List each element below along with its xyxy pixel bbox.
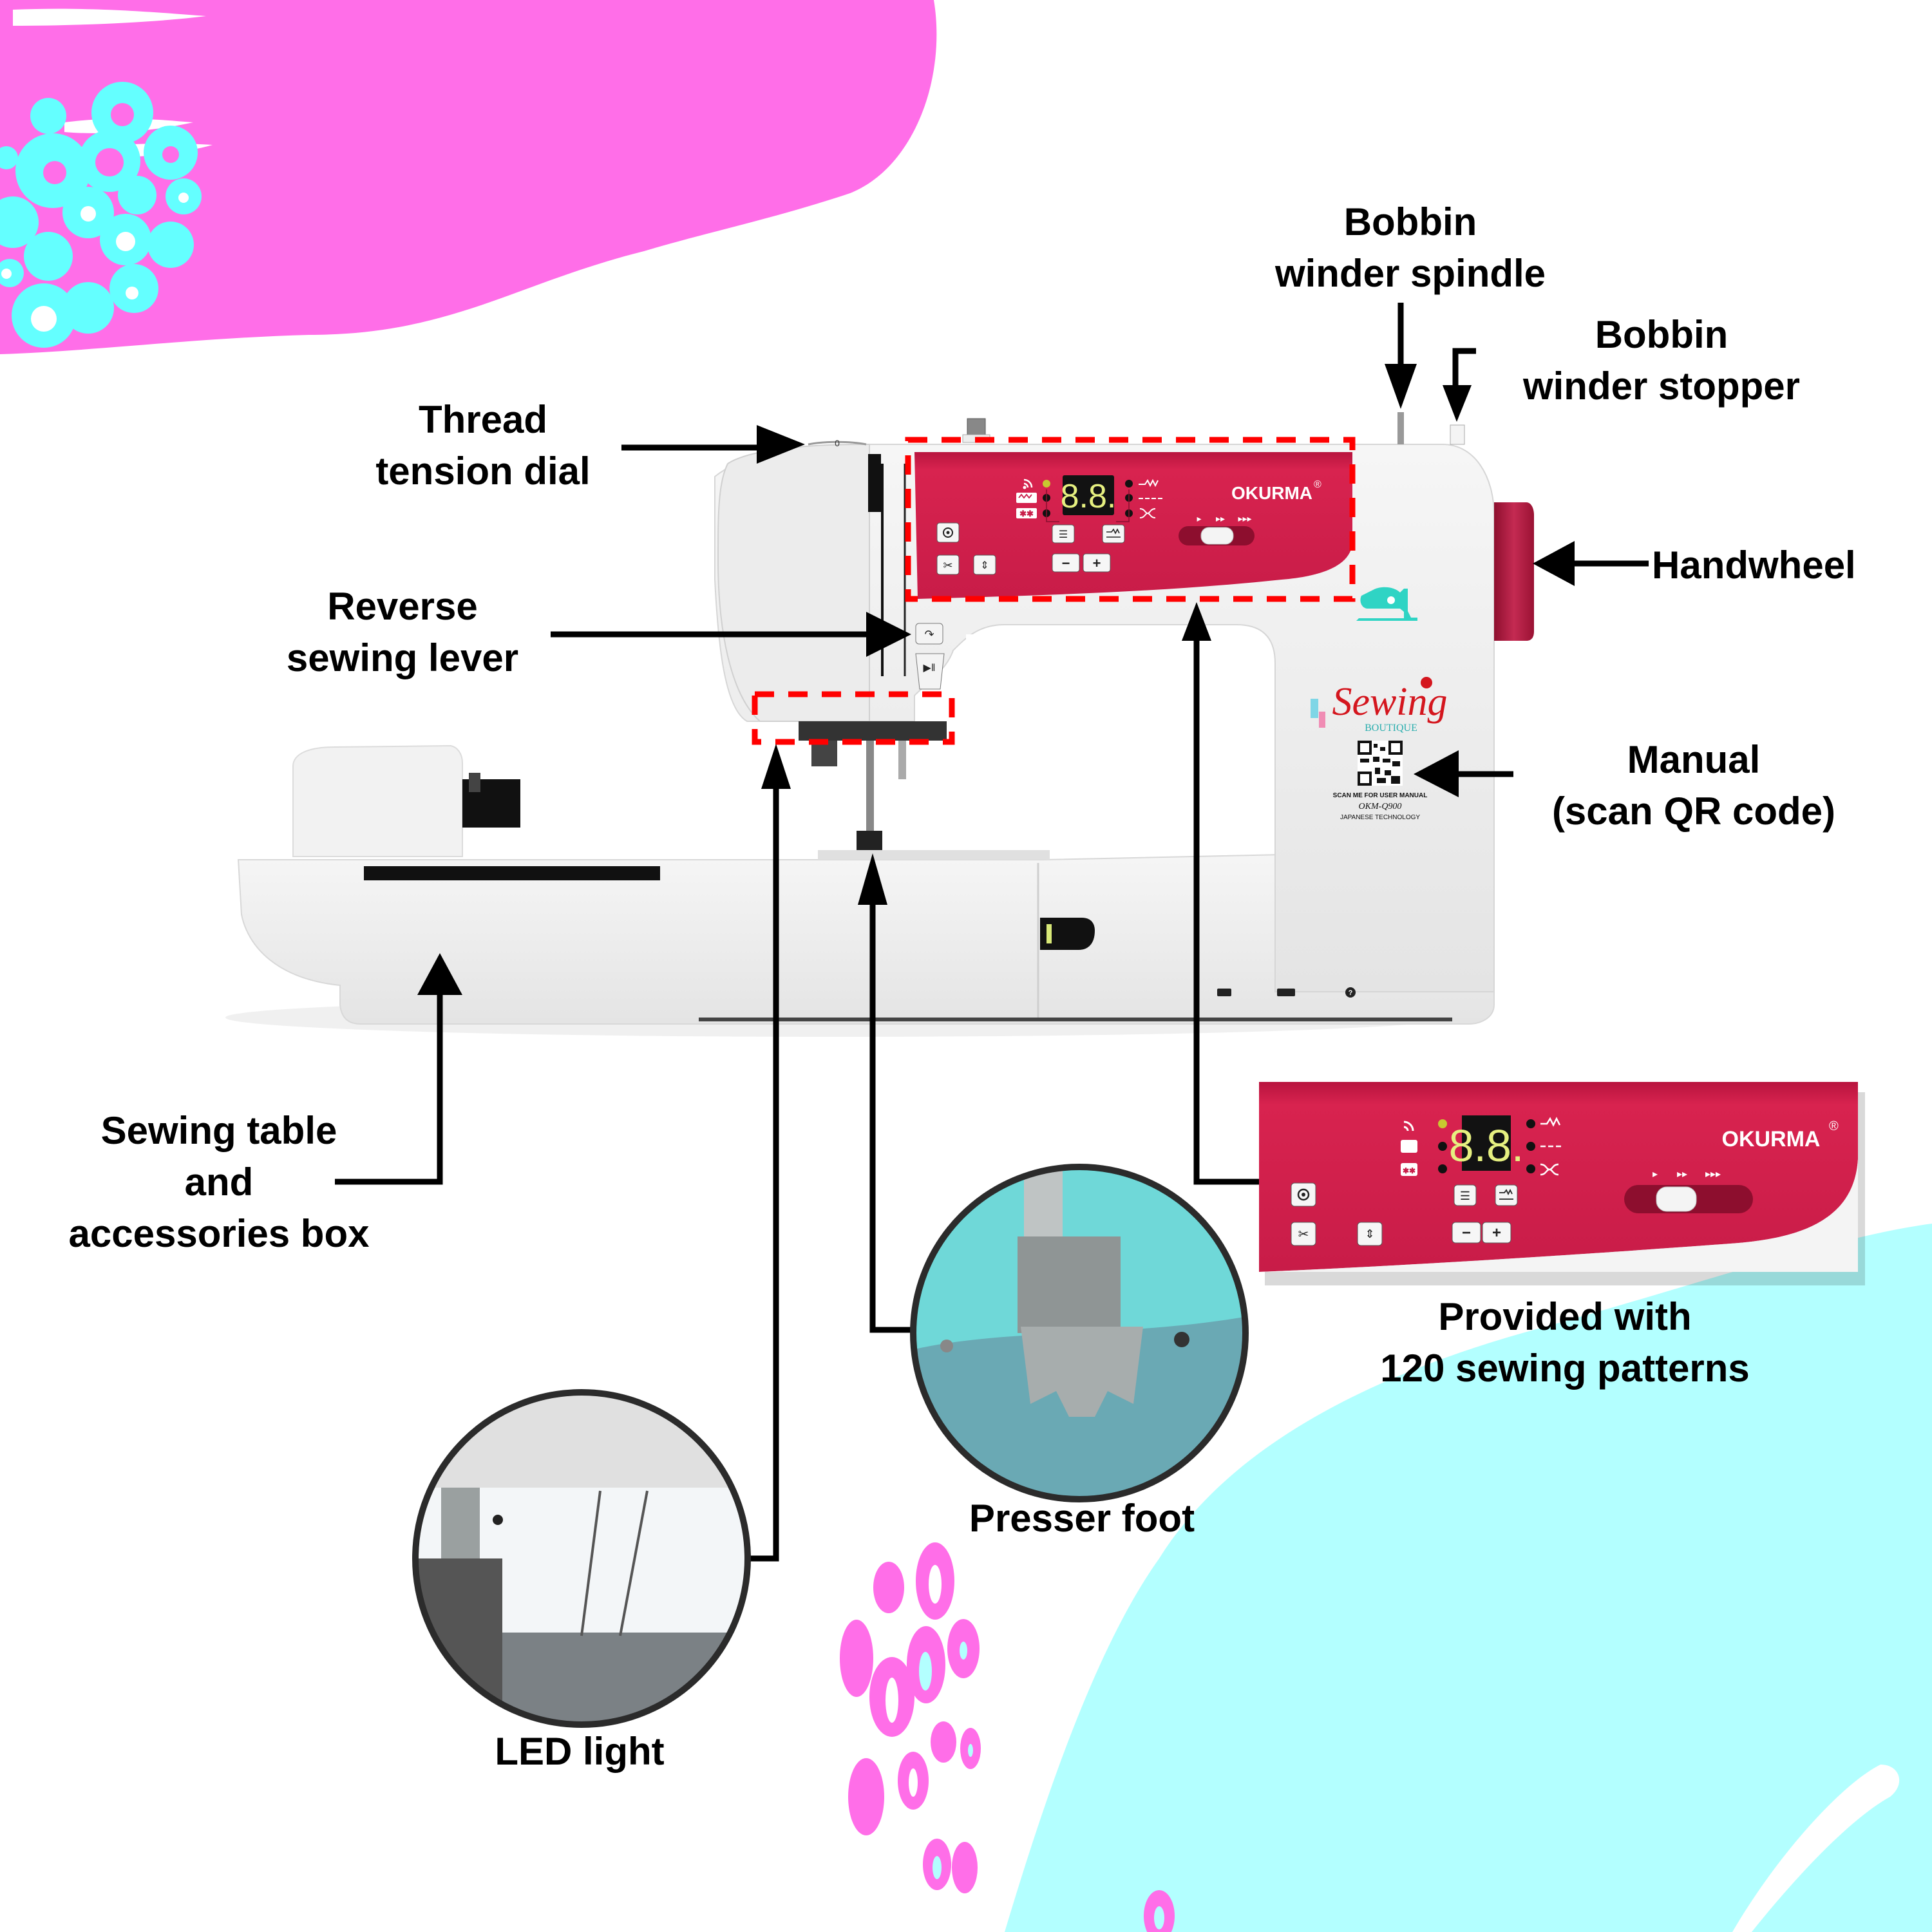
buttonhole-icon	[1540, 1163, 1559, 1176]
label-reverse-sewing-lever: Reverse sewing lever	[286, 585, 519, 679]
utility-stitch-icon	[1401, 1140, 1417, 1153]
speed-mid-mark: ▸▸	[1216, 513, 1225, 524]
svg-text:?: ?	[1349, 989, 1353, 997]
decorative-stitch-icon	[1277, 989, 1295, 996]
presser-foot-closeup	[910, 1164, 1249, 1502]
svg-text:☰: ☰	[1460, 1189, 1470, 1202]
label-handwheel: Handwheel	[1652, 544, 1856, 587]
help-icon	[1345, 987, 1356, 998]
indicator-led	[1125, 480, 1133, 488]
closeup-brand-logo: OKURMA	[1722, 1127, 1821, 1151]
reverse-button[interactable]: ↷	[915, 623, 943, 645]
needle-position-button[interactable]	[936, 522, 960, 543]
cyan-paint-splash	[1005, 1224, 1932, 1932]
handwheel	[1494, 502, 1534, 641]
label-presser-foot: Presser foot	[969, 1497, 1195, 1540]
pattern-list-button[interactable]: ☰	[1052, 524, 1075, 544]
svg-text:✱✱: ✱✱	[1019, 509, 1034, 518]
thread-spool-icon	[1311, 699, 1318, 718]
pink-dots-decoration	[840, 1542, 1175, 1932]
reverse-icon: ↷	[924, 628, 934, 641]
registered-mark: ®	[1314, 479, 1321, 490]
svg-text:▸: ▸	[1653, 1169, 1658, 1180]
led-display	[1063, 475, 1114, 515]
scissors-icon: ✂	[943, 559, 952, 572]
svg-text:⇕: ⇕	[1365, 1227, 1374, 1240]
closeup-led-value: 8.8.	[1449, 1121, 1524, 1171]
indicator-led	[1043, 480, 1050, 488]
qr-code[interactable]	[1358, 741, 1403, 786]
bobbin-wind-icon	[1023, 478, 1033, 488]
zigzag-icon	[1540, 1117, 1561, 1127]
label-sewing-patterns: Provided with 120 sewing patterns	[1380, 1295, 1750, 1390]
sticker-brand-sub: BOUTIQUE	[1365, 723, 1417, 734]
manual-sticker: Sewing BOUTIQUE SCAN ME FOR USER MANUAL …	[1311, 587, 1448, 821]
control-panel-closeup: 8.8. ✱✱ OKURMA ® ▸ ▸▸ ▸▸▸ ✂ ⇕ ☰ − +	[1259, 1082, 1865, 1285]
speed-slider-handle[interactable]	[1200, 527, 1234, 545]
needle-updown-button[interactable]: ⇕	[973, 554, 996, 575]
play-pause-icon: ▶‖	[923, 663, 936, 674]
tension-dial-mark: 0	[835, 438, 840, 448]
label-led-light: LED light	[495, 1730, 665, 1773]
svg-text:+: +	[1093, 555, 1101, 571]
plus-button[interactable]: +	[1083, 553, 1111, 573]
svg-text:▸▸▸: ▸▸▸	[1705, 1169, 1721, 1180]
bobbin-wind-icon	[1403, 1121, 1414, 1132]
svg-text:✱✱: ✱✱	[1403, 1166, 1416, 1175]
model-number: OKM-Q900	[1359, 802, 1402, 811]
svg-text:®: ®	[1829, 1119, 1839, 1133]
utility-stitch-icon	[1217, 989, 1231, 996]
button-icon	[1421, 677, 1432, 688]
led-display-value: 8.8.	[1061, 478, 1117, 515]
cyan-dots-decoration	[0, 82, 202, 348]
label-thread-tension-dial: Thread tension dial	[375, 398, 591, 493]
label-sewing-table: Sewing table and accessories box	[68, 1109, 370, 1255]
svg-text:−: −	[1462, 1224, 1471, 1242]
decorative-stitch-icon	[1401, 1163, 1417, 1176]
speed-low-mark: ▸	[1197, 513, 1201, 524]
start-stop-button[interactable]: ▶‖	[915, 653, 945, 690]
scan-me-text: SCAN ME FOR USER MANUAL	[1333, 792, 1428, 799]
svg-text:+: +	[1492, 1224, 1501, 1242]
base-icons: ?	[699, 987, 1452, 1021]
buttonhole-icon	[1139, 508, 1156, 518]
stitch-select-button[interactable]	[1102, 524, 1125, 544]
control-panel: 8.8. ✱✱ OKURMA ® ▸	[914, 452, 1352, 599]
needle-updown-icon: ⇕	[980, 560, 989, 571]
svg-text:▸▸: ▸▸	[1677, 1169, 1687, 1180]
svg-text:✂: ✂	[1298, 1227, 1309, 1242]
sewing-machine-logo-icon	[1356, 587, 1417, 621]
zigzag-icon	[1139, 478, 1159, 488]
svg-text:−: −	[1062, 555, 1070, 571]
thread-spool-icon	[1319, 712, 1325, 728]
tagline: JAPANESE TECHNOLOGY	[1340, 814, 1420, 821]
label-bobbin-winder-spindle: Bobbin winder spindle	[1274, 200, 1546, 295]
led-area-highlight	[752, 691, 955, 745]
callout-arrows	[335, 303, 1649, 1562]
led-light-closeup	[412, 1389, 751, 1728]
speed-high-mark: ▸▸▸	[1238, 513, 1251, 524]
thread-cutter-button[interactable]: ✂	[936, 554, 960, 575]
needle-position-icon	[943, 527, 953, 538]
list-icon: ☰	[1059, 529, 1068, 540]
decorative-stitch-icon	[1016, 508, 1037, 518]
needle-assembly	[799, 721, 1050, 860]
minus-button[interactable]: −	[1052, 553, 1080, 573]
label-bobbin-winder-stopper: Bobbin winder stopper	[1522, 313, 1801, 408]
sewing-machine: 0 8.8. ✱✱	[225, 412, 1534, 1037]
stitch-icon	[1106, 528, 1121, 538]
label-manual-qr: Manual (scan QR code)	[1551, 738, 1836, 833]
brand-logo: OKURMA	[1231, 483, 1312, 503]
